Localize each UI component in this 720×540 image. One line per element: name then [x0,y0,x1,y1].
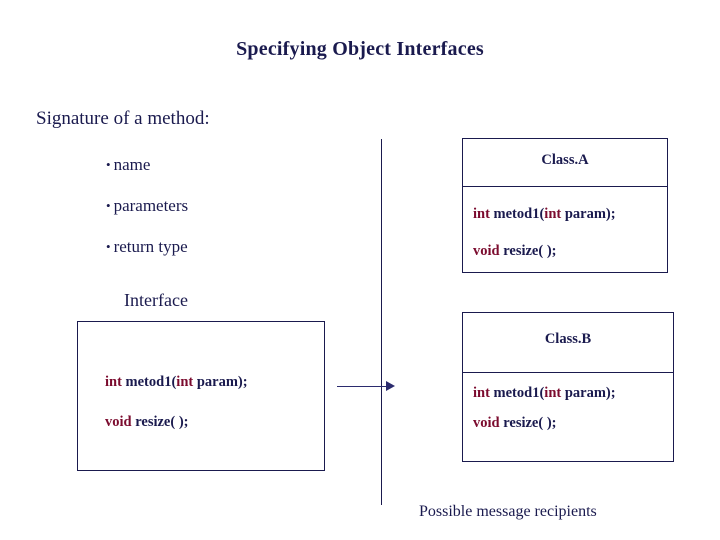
class-b-method-1-return-type: int [473,385,490,401]
class-a-method-1: int metod1(int param); [473,206,616,223]
class-b-method-1-param-type: int [544,385,562,401]
class-b-method-1-param-tail: param); [561,385,616,401]
class-a-method-1-return-type: int [473,206,490,222]
interface-method-2: void resize( ); [105,414,188,431]
class-a-name: Class.A [541,152,589,168]
interface-method-2-name: resize( ); [131,414,189,430]
implements-arrow-shaft [337,386,389,387]
bullet-item-return-type: •return type [106,236,188,257]
bullet-label: name [113,155,151,175]
bullet-marker-icon: • [106,157,111,173]
interface-method-1-return-type: int [105,374,122,390]
class-b-method-1-name: metod1( [489,385,545,401]
class-b-box [462,312,674,462]
bullet-item-name: •name [106,154,150,175]
interface-method-1-name: metod1( [121,374,177,390]
implements-arrow-head-icon [386,381,395,391]
class-a-divider [462,186,668,187]
class-b-divider [462,372,674,373]
bullet-label: return type [113,237,188,257]
class-b-name: Class.B [544,331,592,347]
page-title: Specifying Object Interfaces [236,38,484,60]
bullet-label: parameters [113,196,189,216]
interface-label: Interface [124,290,188,310]
vertical-divider-line [381,139,382,505]
interface-method-2-return-type: void [105,414,132,430]
class-a-method-2-name: resize( ); [499,243,557,259]
bullet-item-parameters: •parameters [106,195,188,216]
interface-box [77,321,325,471]
class-a-box [462,138,668,273]
bullet-marker-icon: • [106,198,111,214]
class-a-method-1-name: metod1( [489,206,545,222]
interface-method-1-param-type: int [176,374,194,390]
class-a-method-1-param-tail: param); [561,206,616,222]
interface-method-1-param-tail: param); [193,374,248,390]
bullet-marker-icon: • [106,239,111,255]
class-a-method-1-param-type: int [544,206,562,222]
class-b-method-2-name: resize( ); [499,415,557,431]
interface-method-1: int metod1(int param); [105,374,248,391]
class-b-method-1: int metod1(int param); [473,385,616,402]
class-b-method-2: void resize( ); [473,415,556,432]
class-a-method-2: void resize( ); [473,243,556,260]
subtitle: Signature of a method: [36,108,210,129]
footnote-text: Possible message recipients [419,503,597,520]
class-b-method-2-return-type: void [473,415,500,431]
class-a-method-2-return-type: void [473,243,500,259]
